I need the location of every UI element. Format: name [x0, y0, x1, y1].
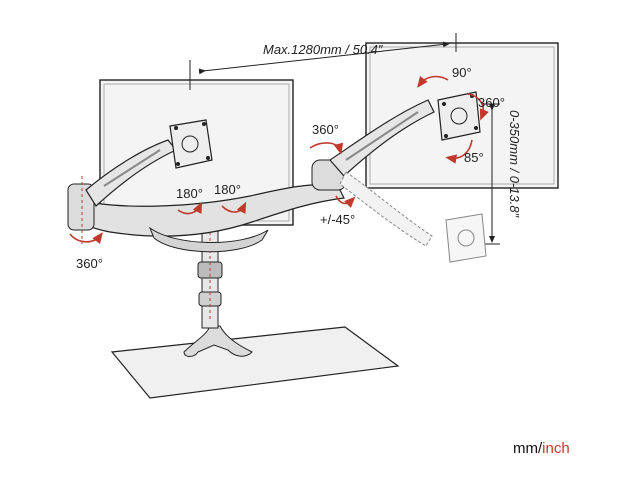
stand-foot: [183, 325, 253, 357]
unit-legend: mm/inch: [513, 440, 570, 457]
ghost-lowered-arm: [339, 171, 433, 247]
left-vesa-plate: [169, 119, 213, 169]
left-joint: [67, 183, 95, 231]
left-arm-slot: [103, 149, 161, 187]
width-dimension-label: Max.1280mm / 50.4″: [263, 42, 383, 57]
rotation-arrow-tilt: [335, 195, 356, 208]
rotation-label-180-left: 180°: [176, 186, 203, 201]
rotation-arrow-85: [445, 139, 473, 164]
tilt-label-45: +/-45°: [320, 212, 355, 227]
rotation-arrow-90: [417, 75, 449, 88]
rotation-label-360-right-screen: 360°: [478, 95, 505, 110]
rotation-arrow-360-right: [467, 93, 489, 121]
rotation-label-90: 90°: [452, 65, 472, 80]
rotation-arrow-360-center: [309, 142, 344, 155]
crossbar-arm: [69, 184, 345, 237]
rotation-arrow-360-left: [69, 232, 103, 244]
base-plate: [110, 326, 400, 399]
rotation-label-85: 85°: [464, 150, 484, 165]
rotation-arrow-180-right: [221, 201, 247, 214]
rotation-arrow-180-left: [177, 201, 203, 215]
rotation-label-360-center: 360°: [312, 122, 339, 137]
unit-mm: mm: [513, 440, 538, 457]
rotation-label-180-right: 180°: [214, 182, 241, 197]
right-monitor-inner: [369, 46, 555, 185]
right-vesa-plate: [437, 91, 481, 141]
rotation-label-360-left: 360°: [76, 256, 103, 271]
right-arm-slot: [345, 111, 419, 161]
ghost-vesa-plate: [445, 213, 487, 263]
crossbar-hub: [148, 226, 269, 253]
height-dimension-label: 0-350mm / 0-13.8″: [507, 110, 522, 218]
width-dimension-line: [198, 41, 450, 75]
unit-inch: inch: [542, 440, 570, 457]
unit-separator: /: [538, 440, 543, 457]
